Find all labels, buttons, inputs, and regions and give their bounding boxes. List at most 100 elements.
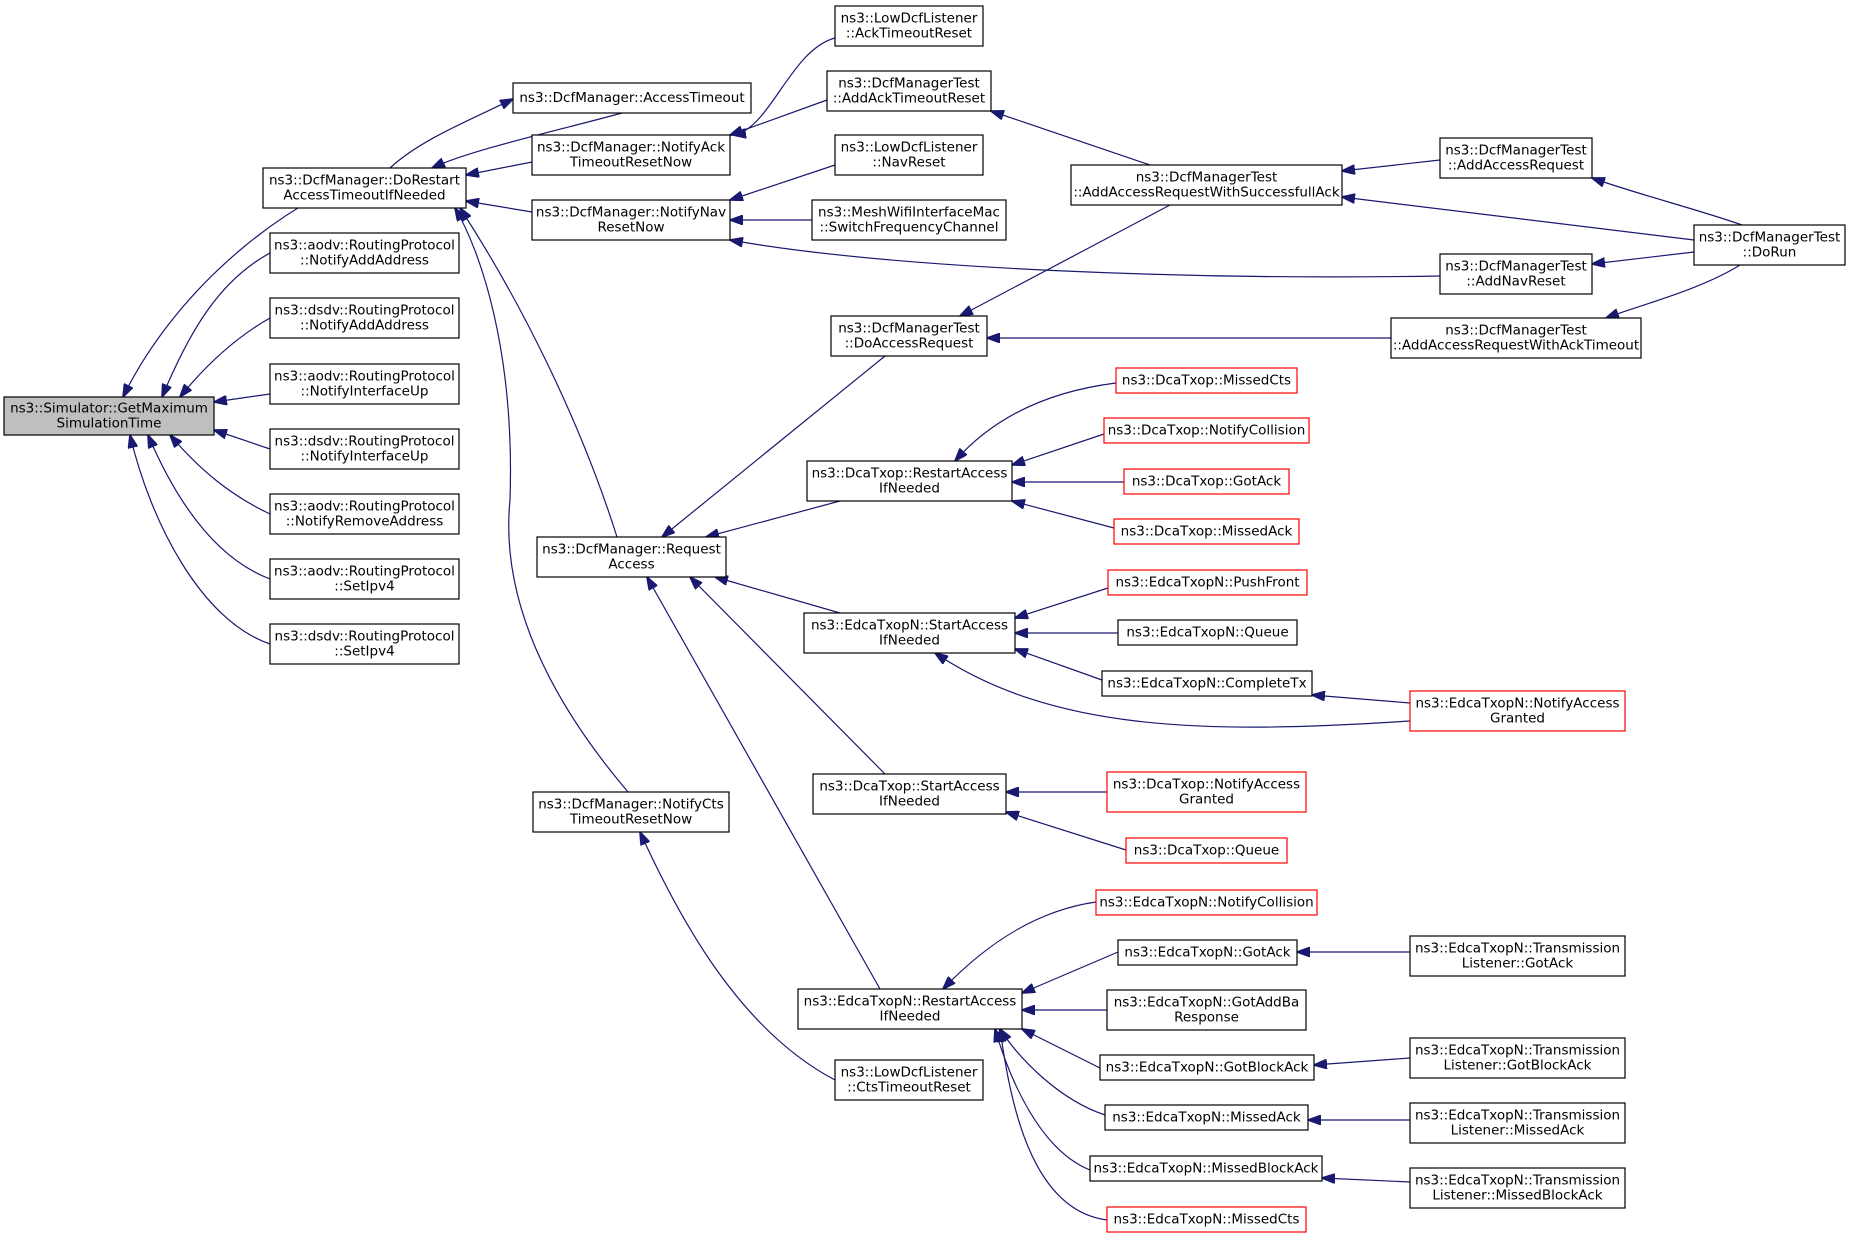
edge-lownavreset-to-notifynav bbox=[730, 164, 836, 200]
node-box bbox=[830, 315, 988, 357]
node-label: IfNeeded bbox=[879, 481, 940, 497]
node-tl-gotblockack[interactable]: ns3::EdcaTxopN::TransmissionListener::Go… bbox=[1409, 1037, 1626, 1079]
node-doaccessrequest[interactable]: ns3::DcfManagerTest::DoAccessRequest bbox=[830, 315, 988, 357]
node-tl-gotack[interactable]: ns3::EdcaTxopN::TransmissionListener::Go… bbox=[1409, 935, 1626, 977]
edge-dca_start-to-requestaccess bbox=[690, 577, 886, 775]
node-meshswitch[interactable]: ns3::MeshWifiInterfaceMac::SwitchFrequen… bbox=[811, 199, 1007, 241]
node-aodv-setipv4[interactable]: ns3::aodv::RoutingProtocol::SetIpv4 bbox=[269, 558, 460, 600]
node-dca-gotack[interactable]: ns3::DcaTxop::GotAck bbox=[1123, 468, 1290, 495]
node-edca-pushfront[interactable]: ns3::EdcaTxopN::PushFront bbox=[1107, 569, 1308, 596]
node-box bbox=[1099, 1054, 1315, 1081]
node-dorun[interactable]: ns3::DcfManagerTest::DoRun bbox=[1693, 224, 1846, 266]
node-label: ns3::DcfManagerTest bbox=[838, 321, 980, 337]
node-label: ::AddNavReset bbox=[1466, 274, 1565, 290]
node-notifycts[interactable]: ns3::DcfManager::NotifyCtsTimeoutResetNo… bbox=[532, 791, 730, 833]
node-label: ns3::aodv::RoutingProtocol bbox=[274, 564, 455, 580]
node-dca-missedack[interactable]: ns3::DcaTxop::MissedAck bbox=[1113, 518, 1300, 545]
node-box bbox=[269, 232, 460, 274]
node-box bbox=[834, 134, 984, 176]
node-box bbox=[806, 460, 1013, 502]
node-box bbox=[1101, 670, 1313, 697]
node-label: ns3::DcfManagerTest bbox=[838, 76, 980, 92]
edge-dorun-to-addreqacktimeout bbox=[1606, 264, 1741, 318]
node-aodv-ifup[interactable]: ns3::aodv::RoutingProtocol::NotifyInterf… bbox=[269, 363, 460, 405]
node-box bbox=[1439, 137, 1593, 179]
node-addreqsuccess[interactable]: ns3::DcfManagerTest::AddAccessRequestWit… bbox=[1070, 164, 1343, 206]
node-lowacktimeout[interactable]: ns3::LowDcfListener::AckTimeoutReset bbox=[834, 5, 984, 47]
node-aodv-addaddr[interactable]: ns3::aodv::RoutingProtocol::NotifyAddAdd… bbox=[269, 232, 460, 274]
node-box bbox=[1409, 690, 1626, 732]
node-addreqacktimeout[interactable]: ns3::DcfManagerTest::AddAccessRequestWit… bbox=[1390, 317, 1642, 359]
node-label: ns3::aodv::RoutingProtocol bbox=[274, 238, 455, 254]
edge-notifycts-to-dorestart bbox=[455, 208, 629, 793]
node-box bbox=[269, 297, 460, 339]
node-label: ::NotifyAddAddress bbox=[300, 318, 429, 334]
node-label: ns3::EdcaTxopN::Queue bbox=[1126, 625, 1288, 641]
node-label: ns3::DcfManager::NotifyCts bbox=[538, 797, 724, 813]
node-box bbox=[1693, 224, 1846, 266]
node-edca-missedblockack[interactable]: ns3::EdcaTxopN::MissedBlockAck bbox=[1089, 1155, 1323, 1182]
node-label: ns3::DcaTxop::GotAck bbox=[1132, 474, 1282, 490]
node-box bbox=[1123, 468, 1290, 495]
node-lownavreset[interactable]: ns3::LowDcfListener::NavReset bbox=[834, 134, 984, 176]
node-edca-notifycoll[interactable]: ns3::EdcaTxopN::NotifyCollision bbox=[1095, 889, 1318, 916]
node-box bbox=[1439, 253, 1593, 295]
node-dca-notifycoll[interactable]: ns3::DcaTxop::NotifyCollision bbox=[1103, 417, 1310, 444]
node-label: ns3::DcaTxop::NotifyCollision bbox=[1108, 423, 1306, 439]
node-edca-gotack[interactable]: ns3::EdcaTxopN::GotAck bbox=[1117, 939, 1298, 966]
node-label: Listener::MissedBlockAck bbox=[1432, 1188, 1602, 1204]
node-addaccessrequest[interactable]: ns3::DcfManagerTest::AddAccessRequest bbox=[1439, 137, 1593, 179]
node-dorestart[interactable]: ns3::DcfManager::DoRestartAccessTimeoutI… bbox=[262, 167, 467, 209]
node-box bbox=[1409, 935, 1626, 977]
node-label: TimeoutResetNow bbox=[569, 155, 692, 171]
node-box bbox=[1103, 417, 1310, 444]
node-dca-missedcts[interactable]: ns3::DcaTxop::MissedCts bbox=[1115, 367, 1298, 394]
node-dca-queue[interactable]: ns3::DcaTxop::Queue bbox=[1125, 837, 1288, 864]
node-notifyack[interactable]: ns3::DcfManager::NotifyAckTimeoutResetNo… bbox=[531, 134, 731, 176]
node-label: ns3::dsdv::RoutingProtocol bbox=[275, 629, 455, 645]
edge-edca_notifyaccess-to-edca_start bbox=[935, 653, 1411, 728]
node-aodv-remaddr[interactable]: ns3::aodv::RoutingProtocol::NotifyRemove… bbox=[269, 493, 460, 535]
node-addacktimeout[interactable]: ns3::DcfManagerTest::AddAckTimeoutReset bbox=[826, 70, 992, 112]
node-label: ::NotifyInterfaceUp bbox=[301, 384, 429, 400]
node-label: ns3::Simulator::GetMaximum bbox=[10, 401, 208, 417]
node-edca-missedack[interactable]: ns3::EdcaTxopN::MissedAck bbox=[1104, 1104, 1309, 1131]
node-addnavreset[interactable]: ns3::DcfManagerTest::AddNavReset bbox=[1439, 253, 1593, 295]
node-accesstimeout[interactable]: ns3::DcfManager::AccessTimeout bbox=[512, 82, 752, 114]
node-edca-queue[interactable]: ns3::EdcaTxopN::Queue bbox=[1117, 619, 1298, 646]
node-box bbox=[531, 134, 731, 176]
edge-dca_missedack-to-dca_restart bbox=[1012, 501, 1115, 529]
node-dsdv-addaddr[interactable]: ns3::dsdv::RoutingProtocol::NotifyAddAdd… bbox=[269, 297, 460, 339]
node-label: ns3::EdcaTxopN::MissedCts bbox=[1113, 1212, 1299, 1228]
edge-requestaccess-to-dorestart bbox=[460, 208, 618, 538]
edge-edca_missedcts-to-edca_restart bbox=[1000, 1029, 1108, 1221]
node-lowctstimeout[interactable]: ns3::LowDcfListener::CtsTimeoutReset bbox=[834, 1059, 984, 1101]
node-edca-completetx[interactable]: ns3::EdcaTxopN::CompleteTx bbox=[1101, 670, 1313, 697]
node-layer: ns3::Simulator::GetMaximumSimulationTime… bbox=[3, 5, 1846, 1233]
edge-dorun-to-addnavreset bbox=[1592, 251, 1695, 264]
node-edca-gotblockack[interactable]: ns3::EdcaTxopN::GotBlockAck bbox=[1099, 1054, 1315, 1081]
node-label: ::DoAccessRequest bbox=[845, 336, 974, 352]
node-label: ::AckTimeoutReset bbox=[846, 26, 972, 42]
edge-edca_notifycoll-to-edca_restart bbox=[943, 901, 1097, 989]
node-tl-missedack[interactable]: ns3::EdcaTxopN::TransmissionListener::Mi… bbox=[1409, 1102, 1626, 1144]
node-tl-missedblockack[interactable]: ns3::EdcaTxopN::TransmissionListener::Mi… bbox=[1409, 1167, 1626, 1209]
node-edca-missedcts[interactable]: ns3::EdcaTxopN::MissedCts bbox=[1106, 1206, 1307, 1233]
node-box bbox=[269, 428, 460, 470]
node-box bbox=[512, 82, 752, 114]
node-dsdv-setipv4[interactable]: ns3::dsdv::RoutingProtocol::SetIpv4 bbox=[269, 623, 460, 665]
edge-dca_queue-to-dca_start bbox=[1006, 812, 1127, 851]
node-dsdv-ifup[interactable]: ns3::dsdv::RoutingProtocol::NotifyInterf… bbox=[269, 428, 460, 470]
node-label: ns3::DcfManagerTest bbox=[1445, 323, 1587, 339]
node-label: AccessTimeoutIfNeeded bbox=[283, 188, 445, 204]
